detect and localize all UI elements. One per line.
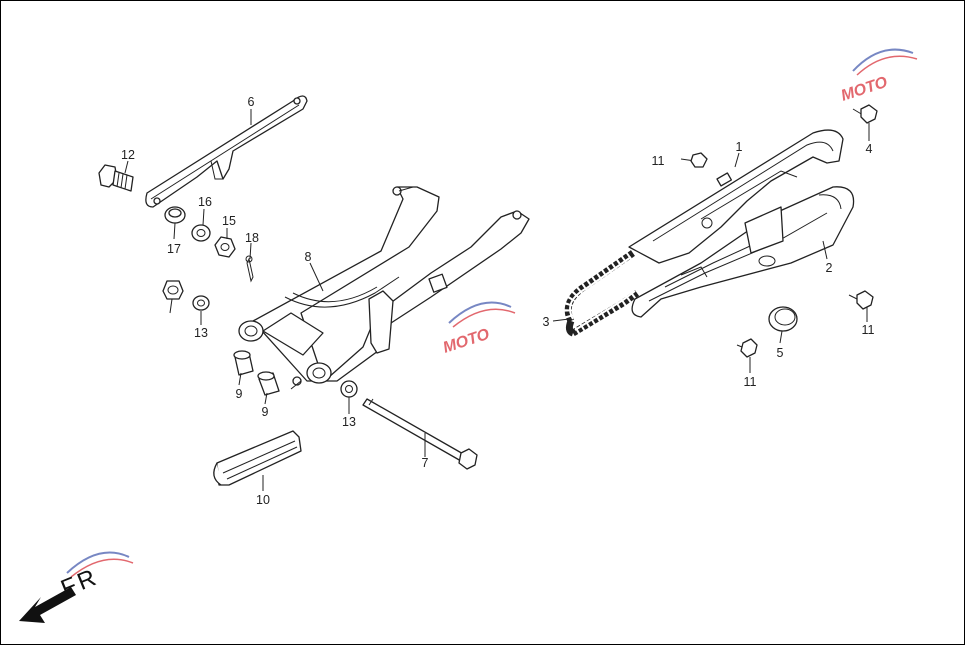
watermark-top-right: MOTO bbox=[839, 48, 918, 105]
callout-17: 18 bbox=[245, 231, 259, 245]
front-direction-indicator: FR bbox=[19, 563, 102, 623]
watermark-text: MOTO bbox=[441, 326, 492, 357]
part-11-screw-a bbox=[680, 152, 708, 168]
part-13-washer-b bbox=[340, 380, 358, 398]
callout-7: 7 bbox=[422, 456, 429, 470]
callout-15: 16 bbox=[198, 195, 212, 209]
callout-9-a: 9 bbox=[236, 387, 243, 401]
watermark-bottom-left bbox=[66, 551, 134, 578]
callout-9-b: 9 bbox=[262, 405, 269, 419]
callout-10: 10 bbox=[256, 493, 270, 507]
callout-1: 1 bbox=[736, 140, 743, 154]
part-15-washer bbox=[191, 224, 211, 242]
callout-11-b: 11 bbox=[862, 323, 875, 337]
part-12-bolt bbox=[98, 164, 134, 192]
part-6-brace bbox=[145, 95, 308, 208]
part-4-screw bbox=[852, 104, 878, 124]
callout-4: 4 bbox=[866, 142, 873, 156]
callout-11-a: 11 bbox=[652, 154, 665, 168]
front-label: FR bbox=[57, 563, 102, 602]
part-5-cap bbox=[768, 306, 798, 332]
callout-3: 3 bbox=[543, 315, 550, 329]
part-13-washer-a bbox=[192, 295, 210, 311]
callout-16: 17 bbox=[167, 242, 181, 256]
part-16-collar bbox=[164, 206, 186, 224]
part-2-lower-chain-guard bbox=[631, 186, 855, 318]
part-18-nut bbox=[162, 280, 184, 300]
watermark-text: MOTO bbox=[839, 74, 890, 105]
callout-11-c: 11 bbox=[744, 375, 757, 389]
callout-12: 12 bbox=[121, 148, 135, 162]
part-7-axle-bolt bbox=[362, 398, 478, 470]
callout-8: 8 bbox=[305, 250, 312, 264]
part-9-bushing-a bbox=[233, 350, 254, 376]
callout-5: 5 bbox=[777, 346, 784, 360]
callout-2: 2 bbox=[826, 261, 833, 275]
front-arrow-icon bbox=[19, 587, 76, 623]
part-11-screw-c bbox=[736, 338, 758, 358]
callout-13-b: 13 bbox=[342, 415, 356, 429]
callout-13-a: 13 bbox=[194, 326, 208, 340]
part-17-cotter-pin bbox=[245, 255, 254, 283]
part-8-swingarm bbox=[238, 186, 530, 390]
part-14-nut bbox=[214, 236, 236, 258]
callout-6: 6 bbox=[248, 95, 255, 109]
callout-labels: 6 12 17 16 15 18 13 8 9 9 13 7 10 3 1 11… bbox=[121, 95, 874, 507]
callout-14: 15 bbox=[222, 214, 236, 228]
part-9-bushing-b bbox=[257, 371, 280, 396]
part-3-drive-chain bbox=[564, 250, 640, 337]
part-11-screw-b bbox=[848, 290, 874, 310]
part-10-chain-slider bbox=[213, 430, 302, 486]
watermark-center: MOTO bbox=[441, 301, 516, 357]
leader-lines bbox=[124, 109, 870, 491]
part-1-upper-chain-guard bbox=[628, 129, 844, 264]
